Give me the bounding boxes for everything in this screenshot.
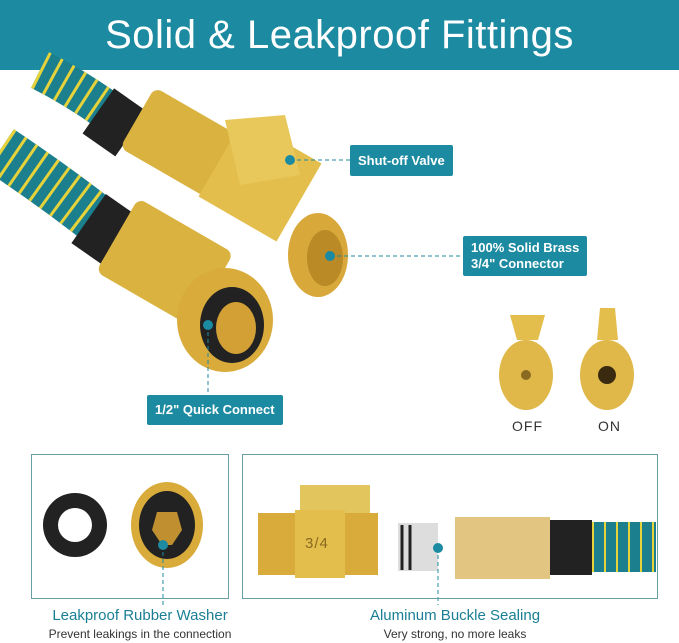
label-off: OFF <box>512 418 543 434</box>
hose-collar <box>82 88 147 157</box>
label-on: ON <box>598 418 621 434</box>
callout-text: 1/2" Quick Connect <box>155 402 275 417</box>
callout-brass-connector: 100% Solid Brass 3/4" Connector <box>463 236 588 276</box>
valve-handle <box>225 115 300 185</box>
panel-buckle-sealing <box>242 454 658 599</box>
valve-on-handle <box>597 308 618 340</box>
panel-rubber-washer <box>31 454 229 599</box>
callout-text: 3/4" Connector <box>471 256 564 271</box>
panel-subtitle-washer: Prevent leakings in the connection <box>48 627 232 641</box>
callout-shutoff-valve: Shut-off Valve <box>350 145 453 176</box>
callout-text: Shut-off Valve <box>358 152 445 168</box>
hose-detail <box>592 522 656 572</box>
valve-off-handle <box>510 315 545 340</box>
valve-marking: 3/4 <box>305 535 329 552</box>
callout-text: 100% Solid Brass <box>471 240 580 255</box>
valve-handle-detail <box>300 485 370 515</box>
brass-coupling-detail <box>455 517 550 579</box>
panel-subtitle-buckle: Very strong, no more leaks <box>383 627 527 641</box>
page-title: Solid & Leakproof Fittings <box>0 0 679 70</box>
panel-title-buckle: Aluminum Buckle Sealing <box>369 607 541 624</box>
callout-quick-connect: 1/2" Quick Connect <box>147 395 283 425</box>
panel-title-washer: Leakproof Rubber Washer <box>52 607 228 624</box>
aluminum-buckle <box>398 523 438 571</box>
